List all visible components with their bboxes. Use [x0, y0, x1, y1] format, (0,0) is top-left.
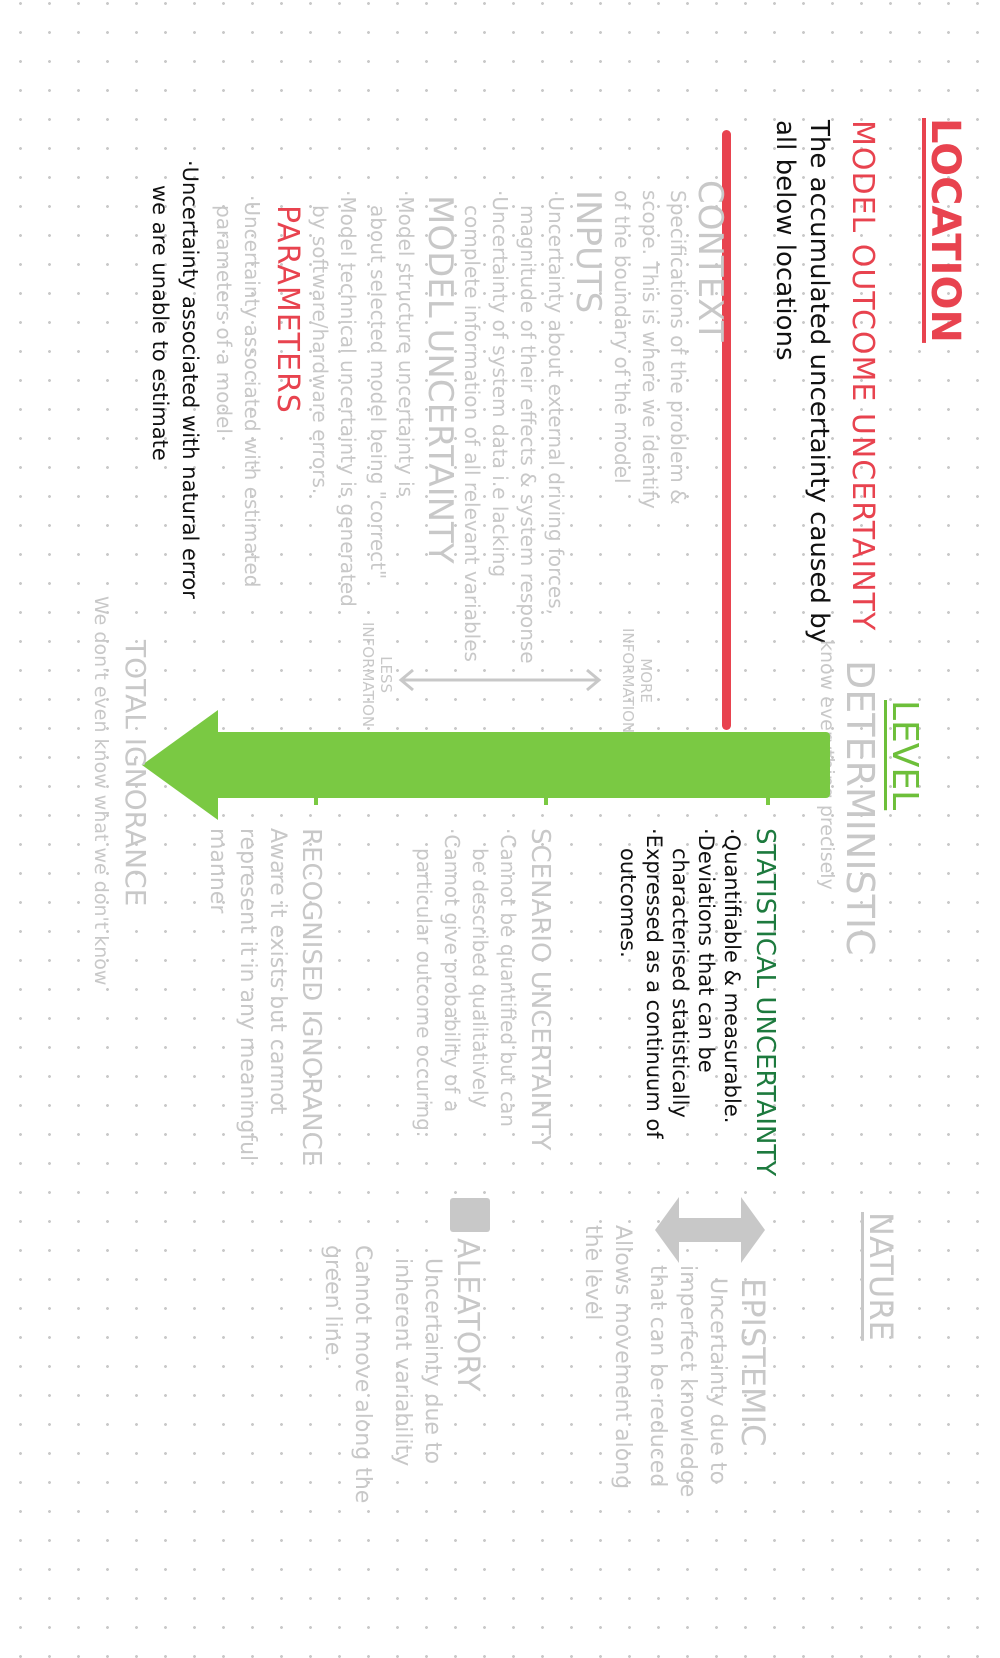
- natural-error-line-1: ·Uncertainty associated with natural err…: [178, 160, 202, 599]
- tick-statistical: [766, 765, 770, 805]
- aleatory-line-4: green line.: [320, 1245, 345, 1363]
- context-line-2: scope. This is where we identify: [638, 190, 662, 509]
- epistemic-title: EPISTEMIC: [734, 1278, 772, 1447]
- level-title: LEVEL: [884, 700, 925, 811]
- model-uncertainty-line-3: ·Model technical uncertainty is generate…: [336, 190, 360, 607]
- context-line-3: of the boundary of the model: [610, 190, 634, 484]
- total-ignorance-subtitle: We don't even know what we don't know: [90, 596, 112, 986]
- scenario-line-4: particular outcome occuring.: [412, 848, 436, 1138]
- inputs-line-3: ·Uncertainty of system data i.e lacking: [488, 190, 512, 578]
- model-uncertainty-line-4: by software/hardware errors.: [308, 205, 332, 495]
- parameters-title: PARAMETERS: [270, 205, 305, 414]
- total-ignorance-title: TOTAL IGNORANCE: [119, 640, 152, 907]
- inputs-line-1: ·Uncertainty about external driving forc…: [544, 190, 568, 616]
- recognised-title: RECOGNISED IGNORANCE: [296, 828, 326, 1167]
- statistical-line-5: outcomes.: [616, 848, 640, 958]
- tick-scenario: [544, 765, 548, 805]
- statistical-line-1: ·Quantifiable & measurable.: [720, 828, 744, 1124]
- nature-title: NATURE: [862, 1212, 900, 1341]
- parameters-line-2: parameters of a model: [212, 205, 236, 434]
- model-uncertainty-line-1: ·Model structure uncertainty is: [394, 190, 418, 498]
- recognised-line-1: Aware it exists but cannot: [265, 828, 290, 1115]
- scenario-line-2: be described qualitatively: [468, 848, 492, 1108]
- model-outcome-line-2: all below locations: [770, 120, 800, 361]
- info-double-arrow-icon: [398, 668, 602, 692]
- deterministic-title: DETERMINISTIC: [838, 660, 882, 956]
- model-uncertainty-line-2: about selected model being "correct": [366, 205, 390, 580]
- context-line-1: Specifications of the problem &: [666, 190, 690, 505]
- location-title: LOCATION: [922, 118, 968, 343]
- level-arrow-icon: [142, 710, 830, 820]
- tick-recognised: [314, 765, 318, 805]
- epistemic-line-2: imperfect knowledge: [675, 1265, 700, 1498]
- model-outcome-title: MODEL OUTCOME UNCERTAINTY: [845, 120, 880, 632]
- epistemic-line-1: Uncertainty due to: [705, 1278, 730, 1485]
- statistical-line-2: ·Deviations that can be: [694, 828, 718, 1073]
- recognised-line-3: manner: [205, 828, 230, 914]
- context-title: CONTEXT: [690, 180, 730, 342]
- inputs-title: INPUTS: [568, 190, 608, 314]
- inputs-line-2: magnitude of their effects & system resp…: [516, 205, 540, 664]
- aleatory-line-1: Uncertainty due to: [420, 1258, 445, 1465]
- epistemic-double-arrow-icon: [655, 1197, 765, 1263]
- statistical-line-3: characterised statistically: [668, 848, 692, 1118]
- statistical-title: STATISTICAL UNCERTAINTY: [750, 828, 780, 1177]
- model-uncertainty-title: MODEL UNCERTAINTY: [420, 195, 460, 564]
- statistical-line-4: ·Expressed as a continuum of: [642, 828, 666, 1139]
- scenario-line-3: ·Cannot give probability of a: [440, 828, 464, 1113]
- model-outcome-line-1: The accumulated uncertainty caused by: [804, 120, 834, 645]
- natural-error-line-2: we are unable to estimate: [148, 185, 172, 461]
- aleatory-title: ALEATORY: [450, 1238, 485, 1392]
- scenario-line-1: ·Cannot be quantified but can: [496, 828, 520, 1127]
- epistemic-line-4: Allows movement along: [610, 1225, 635, 1490]
- aleatory-line-3: Cannot move along the: [350, 1245, 375, 1504]
- aleatory-line-2: inherent variability: [390, 1258, 415, 1467]
- scenario-title: SCENARIO UNCERTAINTY: [525, 828, 555, 1151]
- parameters-line-1: ·Uncertainty associated with estimated: [240, 195, 264, 588]
- inputs-line-4: complete information of all relevant var…: [460, 205, 484, 662]
- recognised-line-2: represent it in any meaningful: [235, 828, 260, 1162]
- aleatory-block-icon: [450, 1198, 490, 1232]
- epistemic-line-3: that can be reduced: [645, 1265, 670, 1488]
- epistemic-line-5: the level: [580, 1225, 605, 1321]
